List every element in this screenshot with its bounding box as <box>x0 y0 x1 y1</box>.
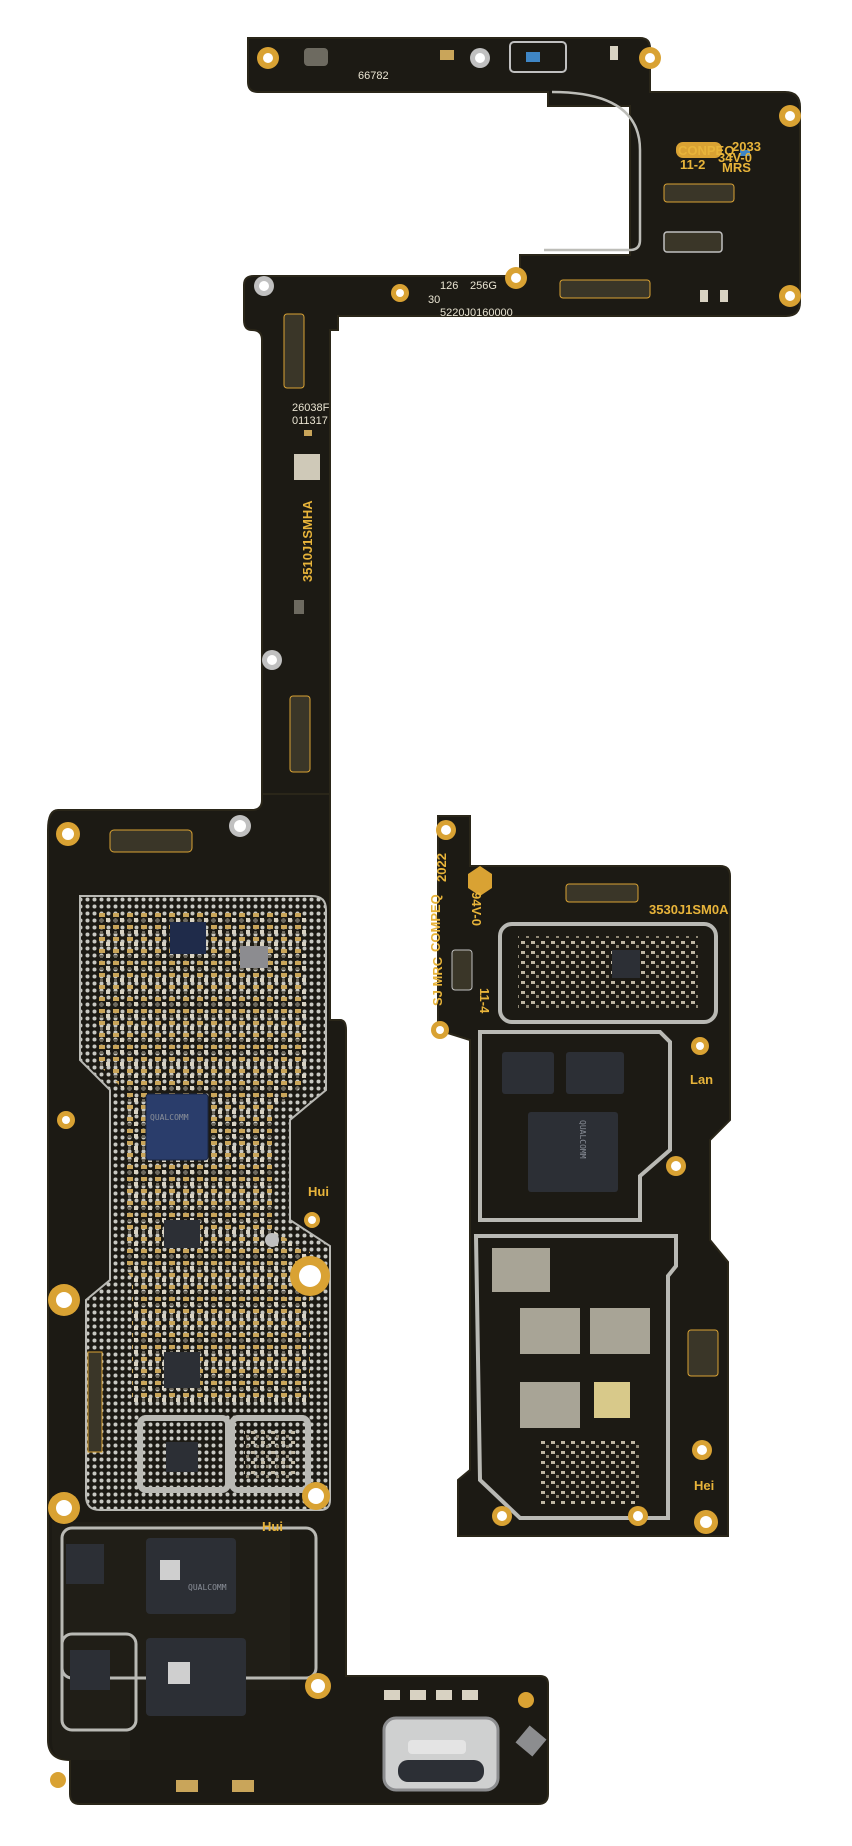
label-mid-a: 126 <box>440 280 458 292</box>
secondary-board: QUALCOMM <box>431 815 731 1537</box>
label-top-code: 66782 <box>358 70 389 82</box>
label-main-hui-2: Hui <box>262 1519 283 1534</box>
label-right-code: 3530J1SM0A <box>649 902 729 917</box>
label-right-lan: Lan <box>690 1072 713 1087</box>
label-chip-main: QUALCOMM <box>150 1113 189 1122</box>
label-mid-c: 256G <box>470 280 497 292</box>
label-right-date: 11-4 <box>477 988 492 1014</box>
label-chip-rf: QUALCOMM <box>188 1583 227 1592</box>
top-board <box>243 37 801 807</box>
label-mid-b: 30 <box>428 294 440 306</box>
label-main-hui-1: Hui <box>308 1184 329 1199</box>
main-board: QUALCOMM QUALCOMM <box>47 793 549 1805</box>
label-right-cert: 94V-0 <box>469 892 484 926</box>
label-vertical-code: 3510J1SMHA <box>300 500 315 582</box>
label-flex-a: 26038F <box>292 402 330 414</box>
label-top-right-c: 34V-0 <box>718 150 752 165</box>
label-top-right-a: 2033 <box>732 139 761 154</box>
label-right-year: 2022 <box>434 853 449 882</box>
label-right-hei: Hei <box>694 1478 714 1493</box>
label-top-brand: CONPEQ <box>678 143 734 158</box>
label-right-mrc: SJ MRC <box>430 956 445 1006</box>
label-top-right-d: MRS <box>722 160 751 175</box>
label-flex-b: 011317 <box>292 415 328 427</box>
label-chip-sdr: QUALCOMM <box>578 1120 587 1159</box>
label-right-brand: COMPEQ <box>428 894 443 952</box>
label-top-right-b: 11-2 <box>680 157 705 172</box>
label-mid-serial: 5220J0160000 <box>440 307 513 319</box>
